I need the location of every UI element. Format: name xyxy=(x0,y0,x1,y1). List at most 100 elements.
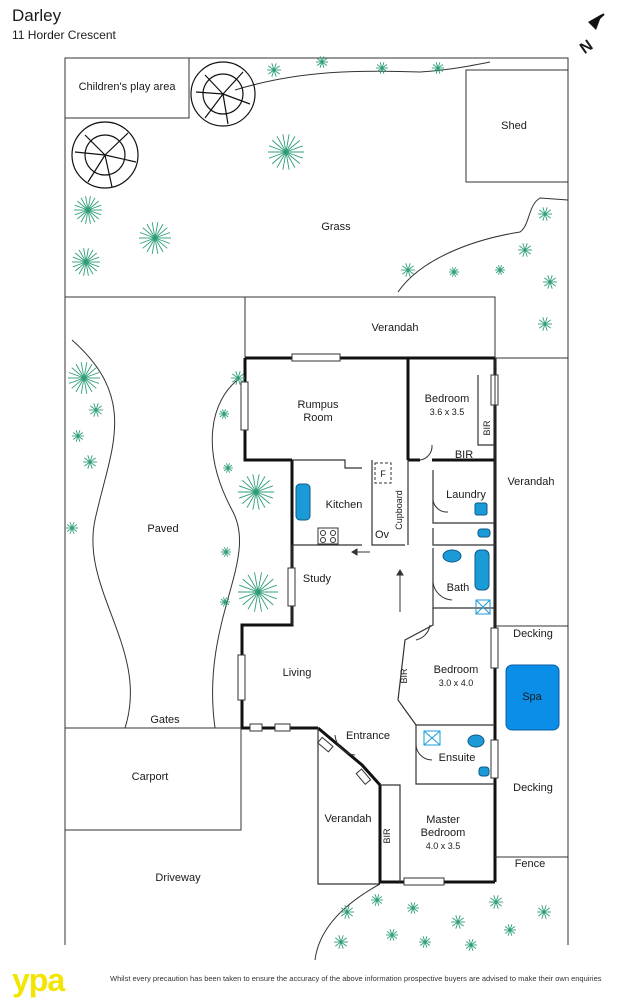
plant-icon xyxy=(449,267,459,277)
property-boundary xyxy=(64,57,569,945)
plant-icon xyxy=(66,522,78,534)
spa xyxy=(505,664,560,731)
garden-edge-right xyxy=(397,197,569,293)
washer-icon xyxy=(474,502,488,516)
plant-icon xyxy=(238,572,278,612)
plant-icon xyxy=(386,929,398,941)
bathroom-fixtures xyxy=(295,483,491,777)
plant-icon xyxy=(432,62,444,74)
decking-bottom-label: Decking xyxy=(513,782,553,794)
garden-edge-top xyxy=(234,61,491,91)
rumpus-room-label: Rumpus xyxy=(298,399,339,411)
carport-label: Carport xyxy=(132,771,169,783)
north-label: N xyxy=(577,37,596,58)
plant-icon xyxy=(401,263,415,277)
master-bedroom-size: 4.0 x 3.5 xyxy=(426,841,461,851)
plant-icon xyxy=(465,939,477,951)
plant-icon xyxy=(83,455,97,469)
plant-icon xyxy=(538,317,552,331)
carport xyxy=(64,727,242,831)
bedroom2-size: 3.0 x 4.0 xyxy=(439,678,474,688)
verandah-right-label: Verandah xyxy=(507,476,554,488)
agency-logo: ypa xyxy=(12,962,65,998)
plant-icon xyxy=(543,275,557,289)
plant-icon xyxy=(334,935,348,949)
bir-label-horizontal: BIR xyxy=(455,449,473,461)
plant-icon xyxy=(316,56,328,68)
plant-icon xyxy=(407,902,419,914)
childrens-play-area xyxy=(64,57,190,119)
plant-icon xyxy=(268,134,304,170)
master-bedroom-label: Master xyxy=(426,814,460,826)
oven-label: Ov xyxy=(375,529,390,541)
shed xyxy=(465,69,569,183)
shed-label: Shed xyxy=(501,120,527,132)
decking-top-label: Decking xyxy=(513,628,553,640)
paved-label: Paved xyxy=(147,523,178,535)
bir-label-1: BIR xyxy=(482,420,492,436)
paved-curve-left xyxy=(71,339,131,729)
plant-icon xyxy=(419,936,431,948)
plant-icon xyxy=(223,463,233,473)
plant-icon xyxy=(504,924,516,936)
study-label: Study xyxy=(303,573,332,585)
verandah-front-label: Verandah xyxy=(324,813,371,825)
kitchen-label: Kitchen xyxy=(326,499,363,511)
plant-icon xyxy=(74,196,102,224)
plant-icon xyxy=(371,894,383,906)
shower-icon xyxy=(423,599,491,746)
sink-icon xyxy=(295,483,311,521)
bedroom2-label: Bedroom xyxy=(434,664,479,676)
tree-icon xyxy=(71,121,139,189)
plant-icon xyxy=(89,403,103,417)
plant-icon xyxy=(451,915,465,929)
ensuite-label: Ensuite xyxy=(439,752,476,764)
bedroom1-size: 3.6 x 3.5 xyxy=(430,407,465,417)
property-address: 11 Horder Crescent xyxy=(12,28,116,42)
plant-icon xyxy=(518,243,532,257)
entrance-label: Entrance xyxy=(346,730,390,742)
childrens-play-area-label: Children's play area xyxy=(79,81,177,93)
verandah-right xyxy=(494,357,569,627)
verandah-top xyxy=(244,296,496,358)
rumpus-room-label-2: Room xyxy=(303,412,332,424)
arrow-icon xyxy=(351,548,404,612)
tree-icon xyxy=(190,61,256,127)
property-name: Darley xyxy=(12,6,62,25)
ensuite-basin-icon xyxy=(467,734,485,748)
plants xyxy=(66,56,557,951)
fridge-outline xyxy=(374,462,392,484)
living-label: Living xyxy=(283,667,312,679)
windows xyxy=(237,353,499,886)
driveway-label: Driveway xyxy=(155,872,201,884)
plant-icon xyxy=(495,265,505,275)
front-garden-edge xyxy=(314,883,381,961)
cooktop-icon xyxy=(317,527,339,545)
verandah-top-label: Verandah xyxy=(371,322,418,334)
bathtub-icon xyxy=(474,549,490,591)
plant-icon xyxy=(220,597,230,607)
plant-icon xyxy=(267,63,281,77)
plant-icon xyxy=(72,430,84,442)
bir-label-2: BIR xyxy=(399,668,409,684)
bath-label: Bath xyxy=(447,582,470,594)
bedroom1-label: Bedroom xyxy=(425,393,470,405)
plant-icon xyxy=(139,222,171,254)
basin-icon xyxy=(442,549,462,563)
toilet-icon xyxy=(477,528,491,538)
plant-icon xyxy=(231,371,245,385)
spa-label: Spa xyxy=(522,691,542,703)
plant-icon xyxy=(238,474,274,510)
interior-walls xyxy=(291,375,495,885)
gates-label: Gates xyxy=(150,714,180,726)
master-bedroom-label-2: Bedroom xyxy=(421,827,466,839)
doors xyxy=(334,444,453,761)
plant-icon xyxy=(68,362,100,394)
disclaimer-text: Whilst every precaution has been taken t… xyxy=(110,974,602,983)
plant-icon xyxy=(538,207,552,221)
ensuite-toilet-icon xyxy=(478,766,490,777)
fence-label: Fence xyxy=(515,858,546,870)
paved-curve-right xyxy=(211,377,241,729)
laundry-label: Laundry xyxy=(446,489,486,501)
